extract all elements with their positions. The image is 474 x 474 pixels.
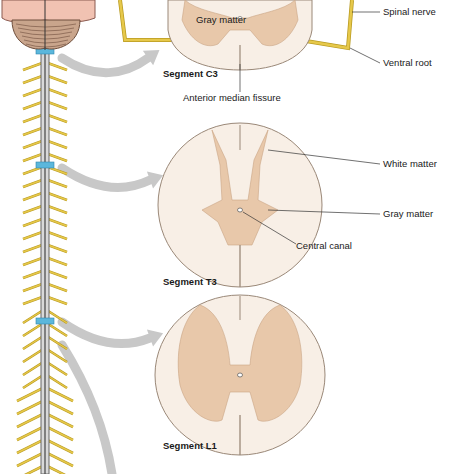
pointer-arrow: [62, 58, 148, 73]
structure-label: Ventral root: [383, 57, 432, 68]
cerebellum-fold: [16, 24, 76, 27]
white-matter: [155, 295, 325, 455]
fissure: [240, 125, 241, 150]
fissure: [239, 415, 240, 455]
segment-label: Segment L1: [163, 440, 217, 451]
pointer-arrowhead: [143, 43, 165, 66]
structure-label: Anterior median fissure: [183, 92, 281, 103]
pointer-arrow: [62, 168, 150, 187]
structure-label: Gray matter: [383, 208, 433, 219]
section-band: [36, 318, 54, 324]
section-l1: [155, 295, 325, 455]
cerebellum: [12, 20, 80, 49]
cerebellum-fold: [26, 44, 66, 47]
structure-label: Central canal: [296, 240, 352, 251]
structure-label: Spinal nerve: [383, 6, 436, 17]
white-matter: [168, 0, 312, 70]
pointer-arrows: [62, 43, 166, 474]
leader-lines: [240, 12, 380, 244]
cerebellum-fold: [20, 32, 72, 35]
fissure: [239, 245, 240, 287]
leader-line: [268, 210, 380, 214]
structure-label: Gray matter: [196, 14, 246, 25]
leader-line: [243, 212, 296, 244]
pointer-arrow: [62, 345, 112, 474]
leader-line: [268, 150, 380, 164]
spinal-cord: [17, 48, 73, 474]
central-canal: [238, 208, 243, 212]
cerebellum-fold: [22, 36, 70, 39]
section-band: [36, 162, 54, 168]
fissure: [240, 296, 241, 320]
leader-line: [350, 48, 380, 63]
cerebrum: [2, 0, 95, 22]
gray-matter: [178, 305, 302, 421]
cord-body: [41, 50, 49, 474]
section-t3: [158, 123, 322, 287]
segment-label: Segment T3: [163, 276, 217, 287]
midline: [45, 0, 46, 50]
leader-line: [240, 64, 241, 92]
gray-matter: [182, 0, 298, 46]
white-matter: [158, 123, 322, 287]
cerebellum-fold: [18, 28, 74, 31]
cord-center: [44, 50, 45, 474]
section-c3: [120, 0, 352, 70]
leader-line: [352, 12, 380, 13]
pointer-arrow: [62, 322, 150, 343]
segment-label: Segment C3: [163, 68, 218, 79]
cerebellum-fold: [24, 40, 68, 43]
structure-label: White matter: [383, 158, 437, 169]
central-canal: [238, 373, 243, 377]
brain: [2, 0, 95, 50]
